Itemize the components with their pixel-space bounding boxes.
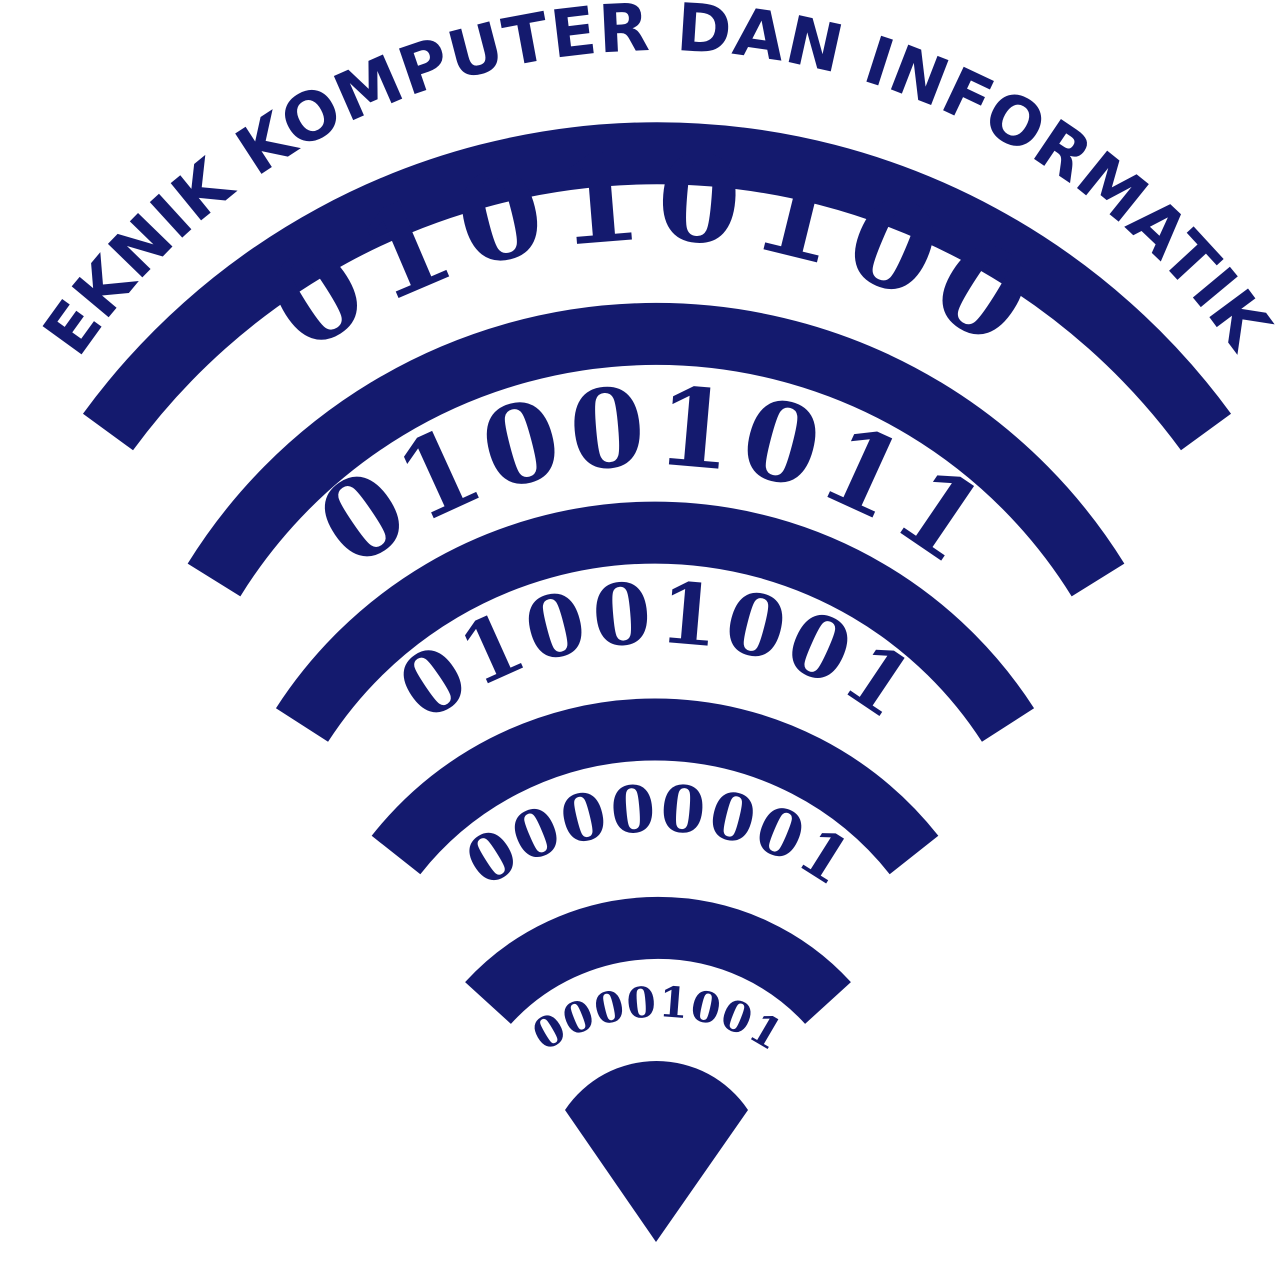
signal-arc-2 (187, 302, 1125, 597)
signal-arc-3 (275, 501, 1035, 742)
signal-arcs (82, 122, 1232, 1025)
signal-arc-1 (82, 122, 1232, 451)
signal-arc-5 (465, 897, 851, 1025)
binary-row-5: 00001001 (524, 977, 792, 1060)
signal-arc-4 (371, 698, 939, 875)
signal-wedge (565, 1061, 748, 1242)
